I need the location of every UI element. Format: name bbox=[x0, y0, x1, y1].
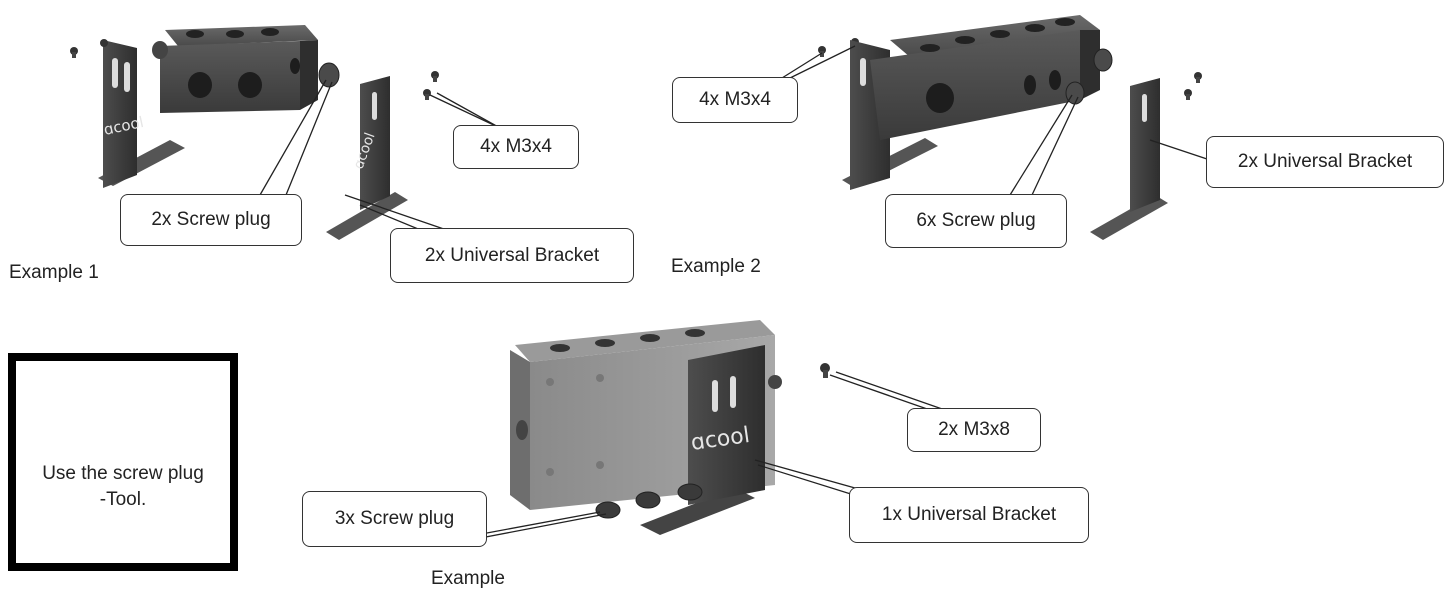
tool-text-line2: -Tool. bbox=[99, 489, 147, 510]
screw-plug-tool-box: Use the screw plug -Tool. bbox=[8, 353, 238, 571]
screw-plug-icon bbox=[595, 483, 703, 519]
label-brackets-example2: 2x Universal Bracket bbox=[1206, 136, 1444, 188]
caption-example3: Example bbox=[431, 568, 505, 589]
label-brackets-example1: 2x Universal Bracket bbox=[390, 228, 634, 283]
screw-icon bbox=[70, 39, 108, 58]
label-screws-example1: 4x M3x4 bbox=[453, 125, 579, 169]
screw-plug-icon bbox=[318, 62, 340, 88]
distribution-block-large bbox=[870, 15, 1100, 140]
leader-lines bbox=[781, 45, 1211, 196]
screw-icon bbox=[423, 71, 439, 100]
label-brackets-example3: 1x Universal Bracket bbox=[849, 487, 1089, 543]
caption-example1: Example 1 bbox=[9, 262, 99, 283]
example2-illustration bbox=[781, 15, 1211, 240]
example3-illustration: ɑcool bbox=[459, 320, 946, 541]
label-plugs-example3: 3x Screw plug bbox=[302, 491, 487, 547]
label-plugs-example1: 2x Screw plug bbox=[120, 194, 302, 246]
universal-bracket-right: ɑcool bbox=[326, 76, 408, 240]
label-screws-example3: 2x M3x8 bbox=[907, 408, 1041, 452]
universal-bracket-right bbox=[1090, 78, 1168, 240]
tool-instruction-text: Use the screw plug -Tool. bbox=[16, 461, 230, 513]
label-screws-example2: 4x M3x4 bbox=[672, 77, 798, 123]
tool-text-line1: Use the screw plug bbox=[42, 463, 204, 484]
distribution-block-small bbox=[152, 25, 318, 113]
screw-icon bbox=[818, 38, 1202, 100]
universal-bracket-single: ɑcool bbox=[640, 345, 782, 535]
screw-icon bbox=[820, 363, 830, 378]
universal-bracket-left: ɑcool bbox=[98, 40, 185, 188]
label-plugs-example2: 6x Screw plug bbox=[885, 194, 1067, 248]
caption-example2: Example 2 bbox=[671, 256, 761, 277]
example1-illustration: ɑcool ɑcool bbox=[70, 25, 501, 240]
